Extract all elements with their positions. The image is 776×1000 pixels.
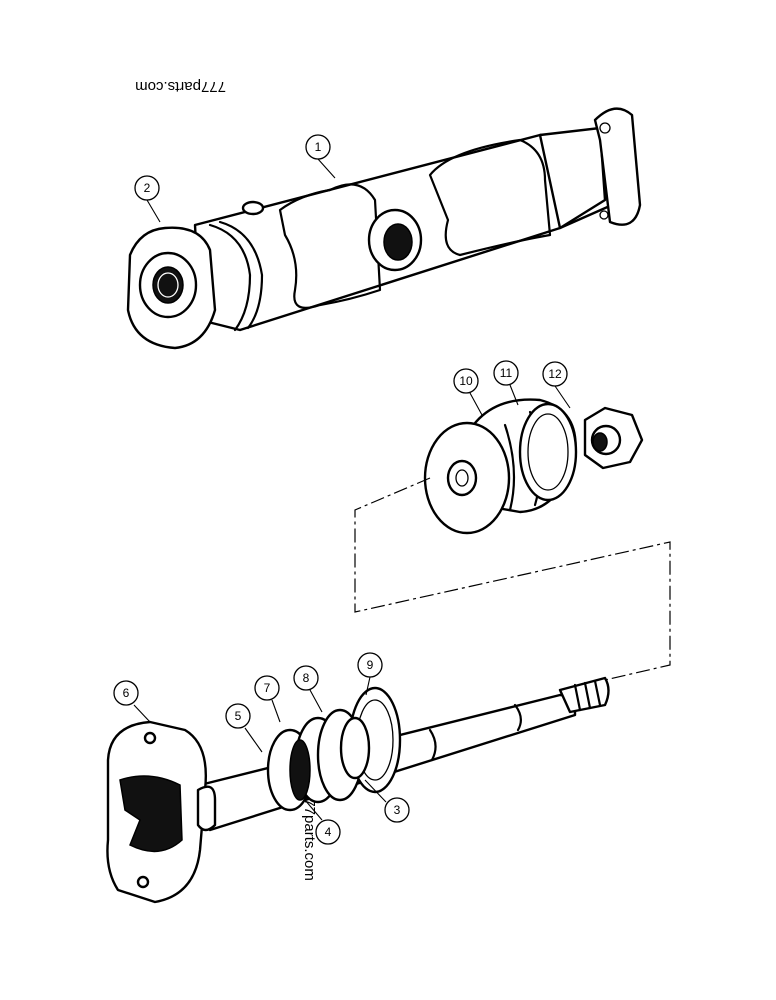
callout-1: 1 xyxy=(305,134,331,160)
lock-nut xyxy=(583,406,644,470)
svg-text:2: 2 xyxy=(144,181,151,195)
callouts: 1 2 3 4 5 6 7 8 9 10 11 12 xyxy=(113,134,571,845)
callout-10: 10 xyxy=(453,368,479,394)
svg-text:5: 5 xyxy=(235,709,242,723)
rod-eye xyxy=(106,720,217,904)
callout-9: 9 xyxy=(357,652,383,678)
svg-text:6: 6 xyxy=(123,686,130,700)
callout-3: 3 xyxy=(384,797,410,823)
assembly-line xyxy=(354,477,671,681)
watermark-top: 777parts.com xyxy=(135,78,226,95)
callout-12: 12 xyxy=(542,361,568,387)
svg-text:1: 1 xyxy=(315,140,322,154)
callout-7: 7 xyxy=(254,675,280,701)
svg-text:11: 11 xyxy=(500,366,513,380)
rod-seals xyxy=(266,686,402,812)
callout-8: 8 xyxy=(293,665,319,691)
seal-ring xyxy=(518,402,578,502)
watermark-bottom: 777parts.com xyxy=(301,790,318,881)
svg-text:7: 7 xyxy=(264,681,271,695)
callout-5: 5 xyxy=(225,703,251,729)
cylinder-barrel xyxy=(193,107,642,332)
svg-text:8: 8 xyxy=(303,671,310,685)
callout-11: 11 xyxy=(493,360,519,386)
svg-text:9: 9 xyxy=(367,658,374,672)
callout-4: 4 xyxy=(315,819,341,845)
svg-text:10: 10 xyxy=(459,374,473,388)
svg-text:3: 3 xyxy=(394,803,401,817)
callout-2: 2 xyxy=(134,175,160,201)
svg-text:4: 4 xyxy=(325,825,332,839)
svg-text:12: 12 xyxy=(548,367,562,381)
callout-6: 6 xyxy=(113,680,139,706)
end-cap-nut xyxy=(126,226,217,350)
